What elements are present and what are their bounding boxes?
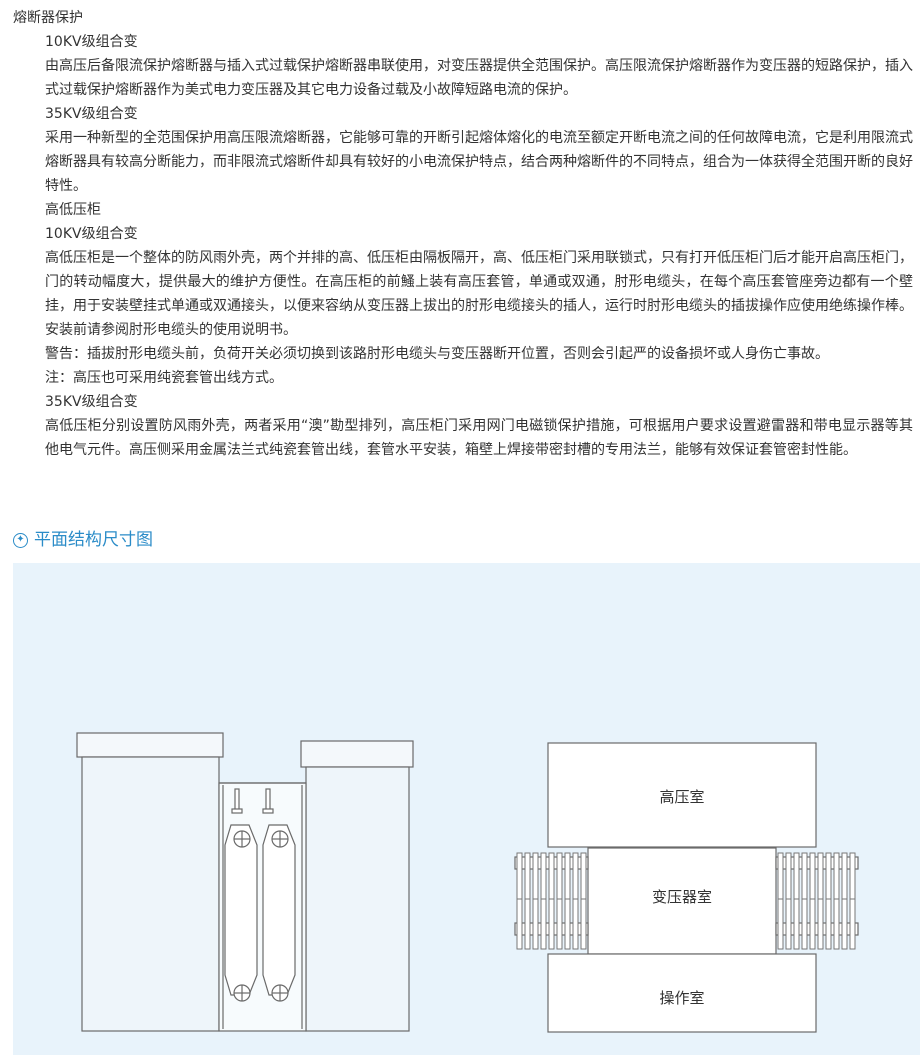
paragraph: 高低压柜是一个整体的防风雨外壳，两个并排的高、低压柜由隔板隔开，高、低压柜门采用… bbox=[45, 250, 913, 338]
operation-room bbox=[547, 953, 817, 1033]
structure-diagram bbox=[76, 732, 859, 1033]
paragraph: 高低压柜分别设置防风雨外壳，两者采用“澳”勘型排列，高压柜门采用网门电磁锁保护措… bbox=[45, 418, 913, 458]
transformer-room bbox=[587, 847, 777, 955]
left-radiator-fins bbox=[514, 852, 589, 950]
right-radiator-fins bbox=[775, 852, 859, 950]
star-circle-icon: ✦ bbox=[13, 532, 28, 548]
section-heading: ✦ 平面结构尺寸图 bbox=[13, 528, 153, 552]
paragraph: 35KV级组合变 bbox=[45, 394, 138, 410]
paragraph: 注：高压也可采用纯瓷套管出线方式。 bbox=[45, 370, 283, 386]
article-body: 熔断器保护 10KV级组合变 由高压后备限流保护熔断器与插入式过载保护熔断器串联… bbox=[13, 6, 913, 462]
paragraph: 35KV级组合变 bbox=[45, 106, 138, 122]
structure-diagram-panel: 高压室 变压器室 操作室 bbox=[13, 563, 920, 1055]
paragraph: 熔断器保护 bbox=[13, 10, 83, 26]
paragraph: 10KV级组合变 bbox=[45, 226, 138, 242]
operation-room-label: 操作室 bbox=[659, 989, 705, 1007]
paragraph: 警告：插拔肘形电缆头前，负荷开关必须切换到该路肘形电缆头与变压器断开位置，否则会… bbox=[45, 346, 829, 362]
paragraph: 采用一种新型的全范围保护用高压限流熔断器，它能够可靠的开断引起熔体熔化的电流至额… bbox=[45, 130, 913, 194]
paragraph: 由高压后备限流保护熔断器与插入式过载保护熔断器串联使用，对变压器提供全范围保护。… bbox=[45, 58, 913, 98]
section-title-text: 平面结构尺寸图 bbox=[34, 530, 153, 550]
transformer-room-label: 变压器室 bbox=[651, 888, 712, 906]
paragraph: 高低压柜 bbox=[45, 202, 101, 218]
paragraph: 10KV级组合变 bbox=[45, 34, 138, 50]
high-voltage-room-label: 高压室 bbox=[659, 788, 705, 806]
front-elevation-drawing bbox=[76, 732, 414, 1032]
plan-view-drawing bbox=[514, 742, 859, 1033]
high-voltage-room bbox=[547, 742, 817, 848]
